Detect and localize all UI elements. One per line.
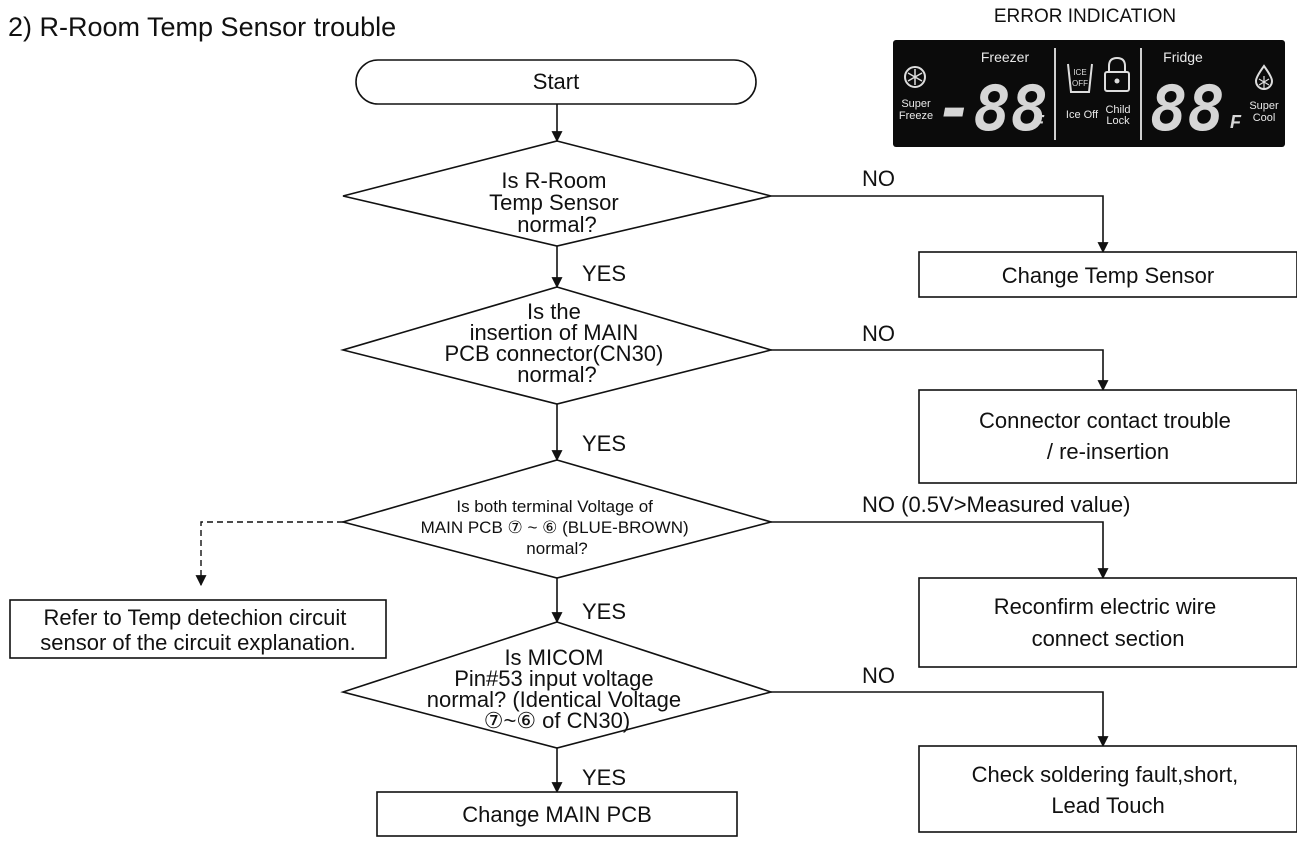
yes-label-2: YES — [582, 431, 626, 456]
no-label-2: NO — [862, 321, 895, 346]
action-connector-contact-text: Connector contact trouble / re-insertion — [979, 408, 1237, 464]
decision-r-room-sensor-text: Is R-Room Temp Sensor normal? — [489, 168, 625, 237]
action-check-soldering-text: Check soldering fault,short, Lead Touch — [972, 762, 1245, 818]
fridge-unit: F — [1230, 112, 1242, 132]
no-label-1: NO — [862, 166, 895, 191]
action-check-soldering — [918, 745, 1297, 833]
yes-label-4: YES — [582, 765, 626, 790]
decision-micom-pin-text: Is MICOM Pin#53 input voltage normal? (I… — [427, 645, 688, 733]
fridge-label: Fridge — [1163, 49, 1203, 65]
yes-label-1: YES — [582, 261, 626, 286]
super-cool-label: Super — [1249, 100, 1279, 112]
super-cool-icon — [1254, 64, 1274, 90]
start-label: Start — [533, 69, 579, 94]
super-freeze-label-2: Freeze — [899, 110, 933, 122]
super-cool-label-2: Cool — [1253, 112, 1276, 124]
page-title: 2) R-Room Temp Sensor trouble — [8, 12, 396, 42]
super-freeze-label: Super — [901, 98, 931, 110]
decision-connector-insertion-text: Is the insertion of MAIN PCB connector(C… — [445, 299, 670, 387]
error-indication-heading: ERROR INDICATION — [994, 6, 1176, 27]
display-panel-background — [893, 40, 1285, 147]
decision-r-room-sensor — [342, 140, 772, 247]
no-label-4: NO — [862, 663, 895, 688]
decision-connector-insertion — [339, 286, 775, 405]
error-indication-panel: ERROR INDICATION Super Freeze Freezer -8… — [893, 6, 1285, 147]
svg-text:ICE: ICE — [1073, 68, 1086, 77]
end-change-main-pcb-text: Change MAIN PCB — [462, 802, 652, 827]
start-terminal — [355, 59, 757, 105]
action-change-temp-sensor-text: Change Temp Sensor — [1002, 263, 1214, 288]
end-change-main-pcb — [376, 791, 738, 837]
fridge-temp-display: 88 — [1150, 72, 1225, 145]
freezer-unit: F — [1033, 112, 1045, 132]
child-lock-label: Child — [1105, 104, 1130, 116]
refer-note-box — [9, 599, 387, 659]
no-label-3: NO (0.5V>Measured value) — [862, 492, 1130, 517]
ice-off-label: Ice Off — [1066, 109, 1099, 121]
action-connector-contact — [918, 389, 1297, 484]
decision-micom-pin — [340, 621, 774, 749]
svg-text:OFF: OFF — [1072, 79, 1088, 88]
decision-terminal-voltage — [339, 459, 775, 579]
action-reconfirm-wire — [918, 577, 1297, 668]
action-reconfirm-wire-text: Reconfirm electric wire connect section — [994, 594, 1223, 651]
super-freeze-icon — [904, 66, 926, 88]
lock-icon — [1104, 56, 1130, 92]
yes-label-3: YES — [582, 599, 626, 624]
action-change-temp-sensor — [918, 251, 1297, 298]
freezer-label: Freezer — [981, 49, 1030, 65]
decision-terminal-voltage-text: Is both terminal Voltage of MAIN PCB ⑦ ~… — [421, 497, 694, 558]
refer-note-text: Refer to Temp detechion circuit sensor o… — [40, 605, 356, 655]
child-lock-label-2: Lock — [1106, 115, 1130, 127]
freezer-temp-display: -88 — [936, 72, 1048, 145]
ice-off-icon: ICE OFF — [1067, 63, 1093, 93]
